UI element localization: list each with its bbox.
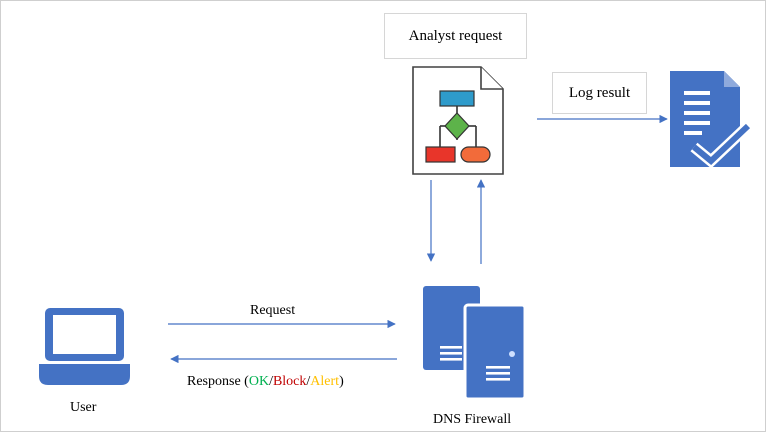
request-label: Request xyxy=(250,303,296,318)
flowchart-document-icon xyxy=(412,66,504,175)
response-ok: OK xyxy=(248,374,270,389)
response-sep-2: / xyxy=(306,374,311,389)
response-suffix: ) xyxy=(339,374,344,389)
response-block: Block xyxy=(272,374,307,389)
response-alert: Alert xyxy=(310,374,340,389)
dns-firewall-label: DNS Firewall xyxy=(433,412,512,427)
checked-document-icon xyxy=(670,71,752,169)
user-label: User xyxy=(70,400,97,415)
response-label: Response (OK/Block/Alert) xyxy=(187,374,344,390)
log-result-label: Log result xyxy=(552,72,647,114)
server-icon xyxy=(423,286,527,401)
response-sep-1: / xyxy=(269,374,273,389)
response-prefix: Response ( xyxy=(187,374,249,389)
analyst-request-label: Analyst request xyxy=(384,13,527,59)
laptop-icon xyxy=(39,308,130,385)
analyst-request-text: Analyst request xyxy=(408,27,503,44)
log-result-text: Log result xyxy=(568,84,631,101)
